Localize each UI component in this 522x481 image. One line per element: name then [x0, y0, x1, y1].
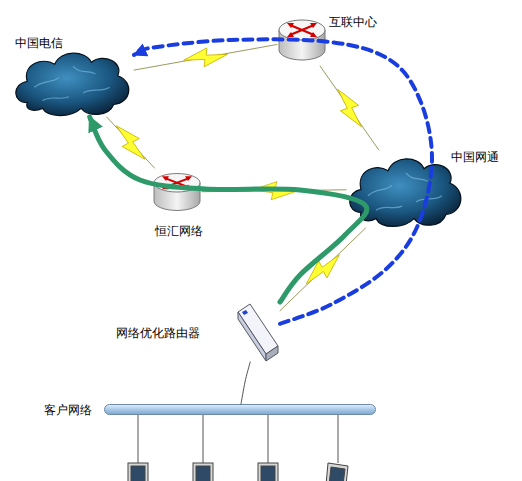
- network-cloud: [346, 150, 466, 228]
- node-label: 网络优化路由器: [116, 326, 200, 340]
- route-path: [90, 117, 367, 302]
- lightning-bolt: [301, 248, 345, 292]
- router-symbol: [277, 14, 327, 66]
- network-cloud: [12, 45, 134, 117]
- connector-line: [107, 117, 155, 168]
- optimizer-device: [236, 302, 280, 362]
- lan-bus-bar: [104, 404, 376, 415]
- network-node: 网络优化路由器: [116, 300, 282, 362]
- lightning-bolt: [252, 181, 296, 200]
- node-label: 互联中心: [329, 15, 377, 29]
- network-node: 中国电信: [12, 36, 138, 120]
- connector-line: [280, 228, 366, 311]
- router-symbol: [152, 168, 202, 216]
- network-node: 恒汇网络: [150, 168, 212, 240]
- connector-line: [202, 190, 346, 192]
- node-label: 客户网络: [44, 403, 92, 417]
- lightning-bolt: [182, 45, 228, 71]
- node-label: 恒汇网络: [155, 224, 203, 238]
- connector-line: [134, 45, 277, 71]
- lightning-bolt: [330, 85, 370, 131]
- network-node: 互联中心: [277, 12, 387, 70]
- connector-line: [90, 117, 367, 302]
- wan-link: [280, 228, 366, 311]
- wan-link: [320, 66, 379, 150]
- wan-link: [134, 45, 277, 71]
- connector-line: [320, 66, 379, 150]
- node-label: 中国网通: [451, 150, 499, 164]
- node-label: 中国电信: [15, 36, 63, 50]
- network-node: 中国网通: [346, 148, 506, 230]
- lan-link: [241, 362, 250, 404]
- connector-line: [241, 362, 250, 404]
- lightning-bolt: [109, 120, 152, 164]
- wan-link: [202, 181, 346, 200]
- wan-link: [107, 117, 155, 168]
- network-node: 客户网络: [44, 402, 379, 418]
